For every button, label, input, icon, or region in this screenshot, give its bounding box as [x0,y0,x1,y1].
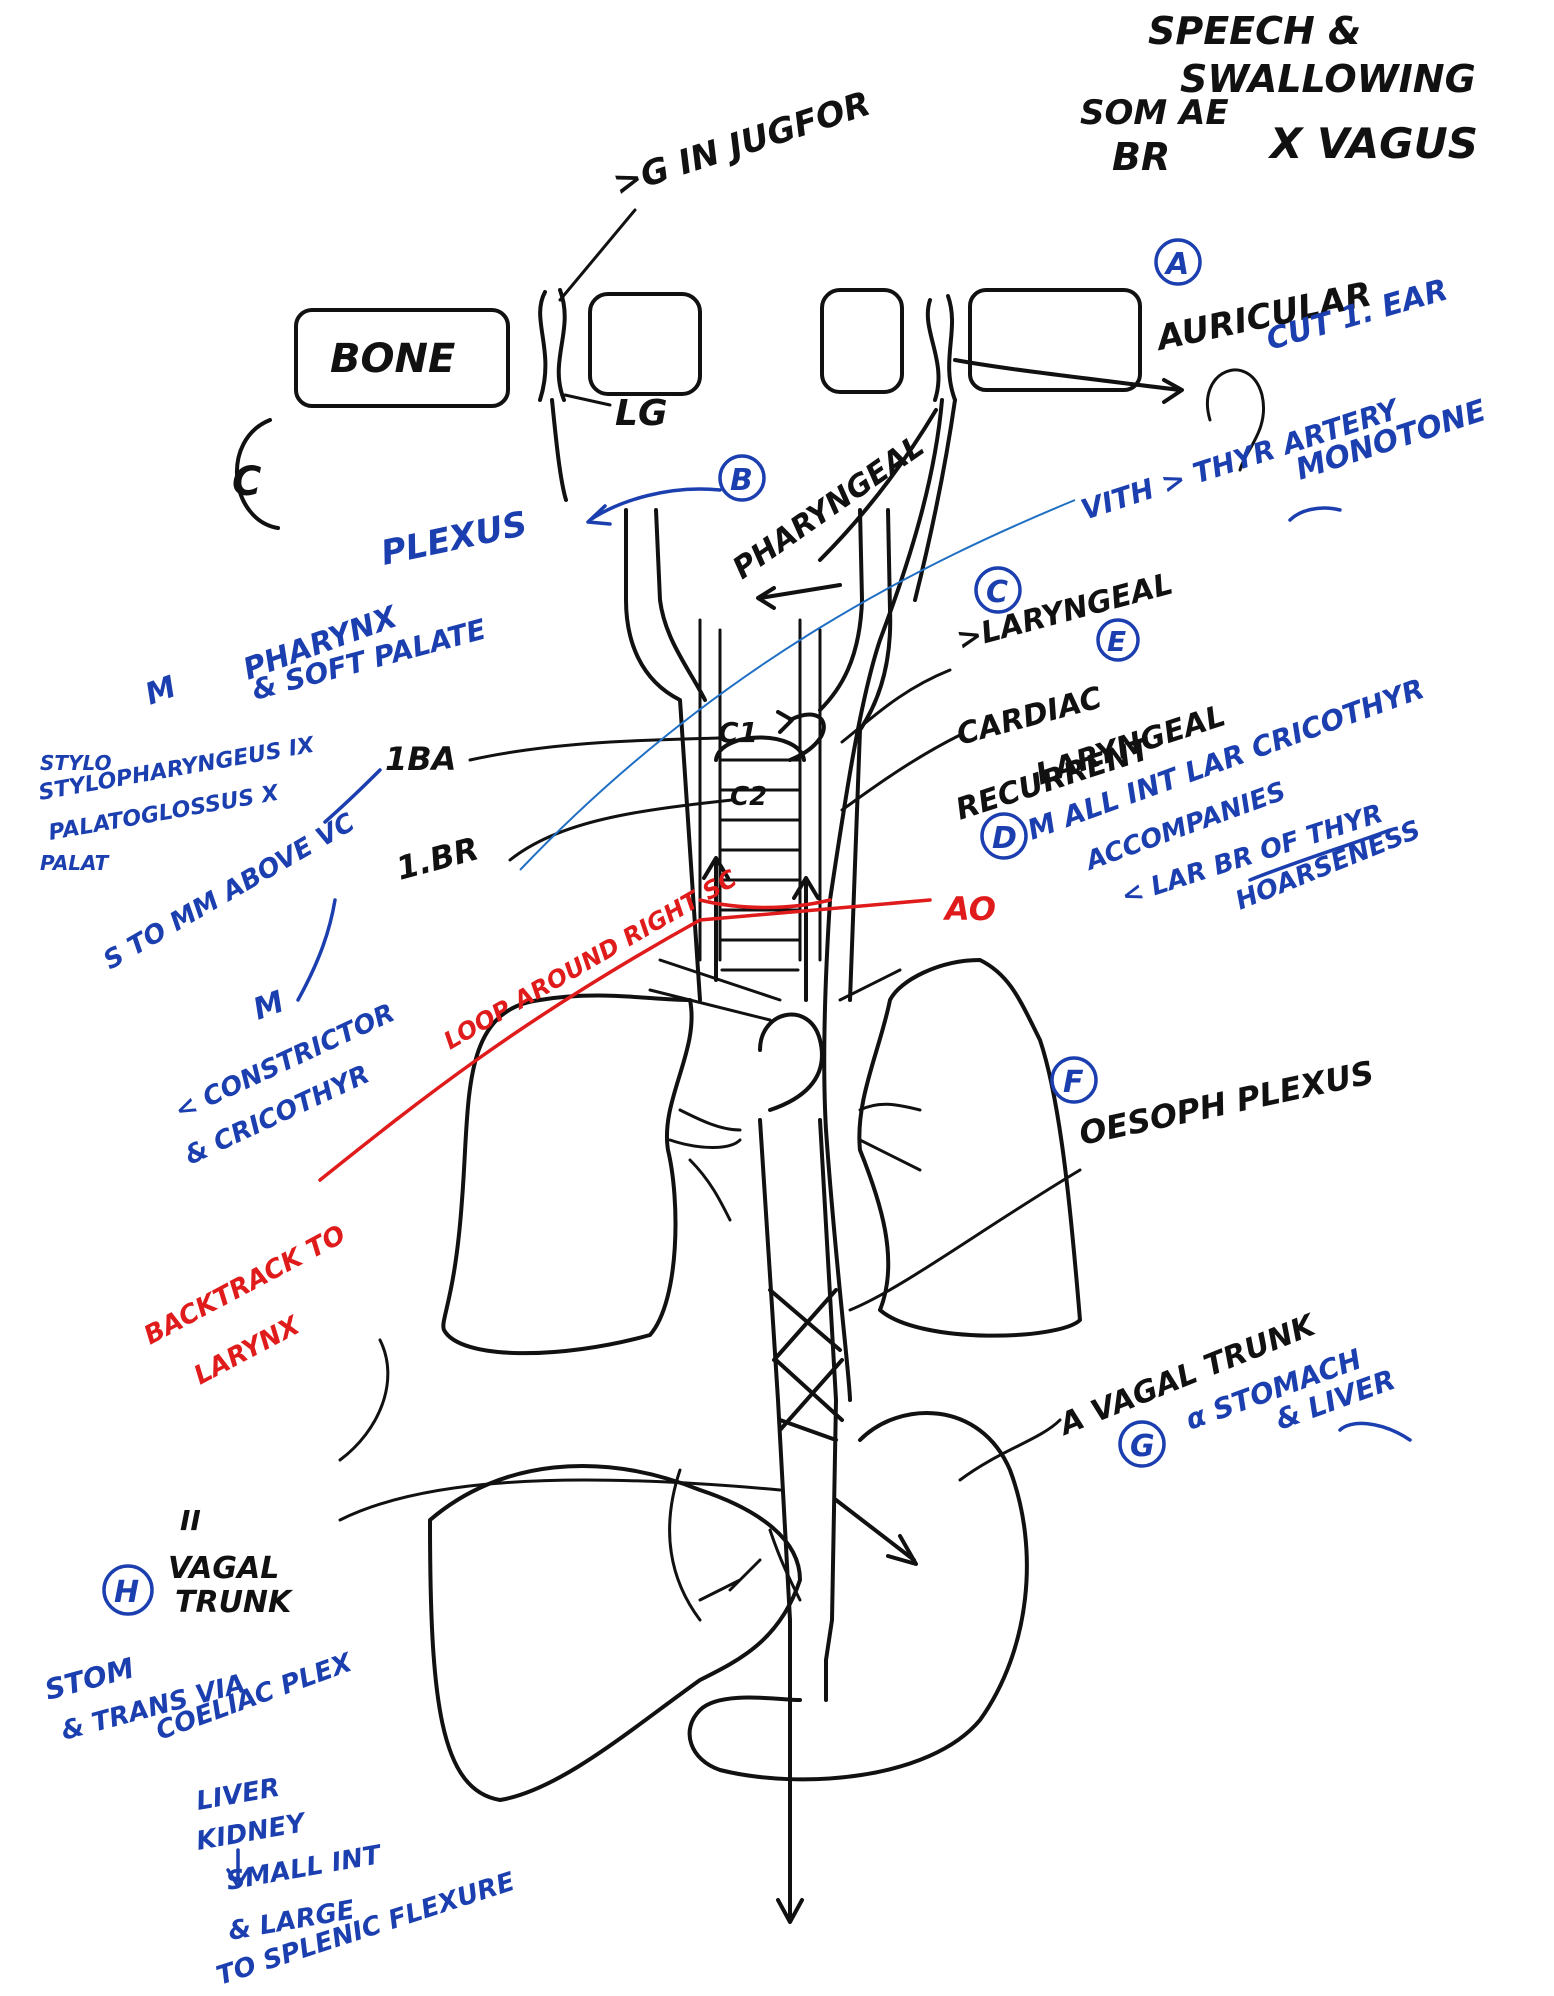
liver [430,1466,800,1800]
marker-d: D [992,821,1017,856]
left-lung [859,960,1080,1336]
marker-e: E [1107,625,1126,658]
bone-label: BONE [330,336,455,382]
marker-a: A [1164,247,1189,282]
jugular-foramen-left [540,290,565,400]
oesophagus [760,1120,916,1922]
h-liver: LIVER [194,1773,282,1817]
marker-b: B [730,463,753,498]
title-line-1: SPEECH & [1148,9,1361,53]
b-stylo: STYLO [40,751,112,775]
c2-label: C2 [730,782,767,812]
lg-label: LG [615,393,668,434]
b-m: M [141,669,181,712]
h-stom: STOM [41,1651,138,1706]
marker-h: H [114,1575,139,1610]
bone-block-3 [822,290,902,392]
one-br-label: 1.BR [392,829,482,887]
marker-f: F [1063,1065,1084,1100]
post-vagal-trunk-2: TRUNK [175,1585,294,1620]
red-backtrack-1: BACKTRACK TO [139,1220,350,1351]
marker-g: G [1130,1429,1155,1464]
jugular-foramen-right [928,296,955,400]
sg-label: >G IN JUGFOR [608,84,875,205]
marker-c: C [986,575,1008,610]
skull-base [237,290,1140,528]
aortic-arch [760,1015,822,1110]
post-vagal-trunk-1: VAGAL [168,1551,279,1586]
abdomen [340,1413,1060,1800]
b-plexus: PLEXUS [378,504,531,574]
title-line-5: X VAGUS [1267,119,1478,168]
b-palat: PALAT [40,851,110,875]
pharyngeal-label: PHARYNGEAL [727,429,931,587]
c-m: M [249,984,289,1027]
title-line-4: BR [1112,135,1170,179]
title-line-3: SOM AE [1080,93,1229,133]
h-kidney: KIDNEY [194,1808,310,1857]
h-ii: II [180,1504,201,1537]
one-ba-label: 1BA [385,740,456,778]
right-lung [443,996,691,1354]
h-small-int: SMALL INT [224,1840,385,1897]
oesoph-plexus-label: OESOPH PLEXUS [1076,1053,1377,1153]
c-left-label: C [232,459,261,505]
title: SPEECH & SWALLOWING SOM AE BR X VAGUS [1080,9,1478,179]
ao-label: AO [942,890,996,928]
c1-label: C1 [718,716,758,749]
bone-block-2 [590,294,700,394]
